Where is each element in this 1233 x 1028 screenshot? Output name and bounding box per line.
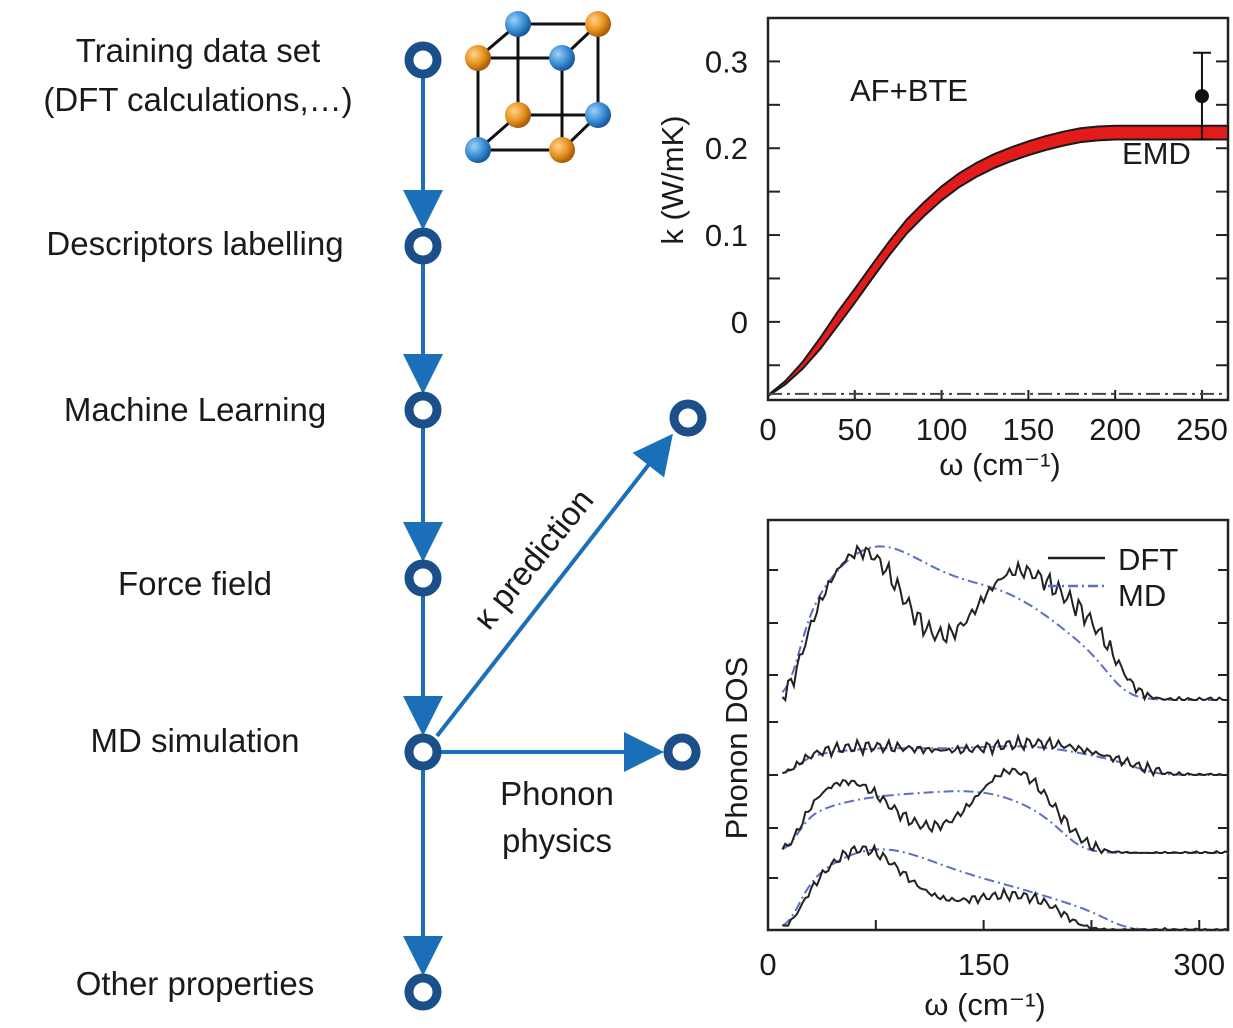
dos-xlabel: ω (cm⁻¹)	[924, 987, 1045, 1022]
node-descriptors	[404, 227, 442, 265]
dos-chart: 0 150 300 DFT MD ω (cm⁻¹) Phonon DOS	[719, 518, 1230, 1022]
dos-plot-frame	[766, 518, 1230, 932]
kappa-xlabel: ω (cm⁻¹)	[939, 447, 1060, 482]
step-descriptors: Descriptors labelling	[46, 225, 343, 262]
kappa-ticks: 0 50 100 150 200 250 0 0.1 0.2 0.3	[705, 44, 1228, 447]
step-force-field: Force field	[118, 565, 272, 602]
dos-ticks: 0 150 300	[759, 569, 1228, 982]
step-md-simulation: MD simulation	[90, 722, 299, 759]
node-training	[404, 41, 442, 79]
kappa-plot-frame	[766, 16, 1230, 402]
node-md-simulation	[404, 733, 442, 771]
node-kappa-prediction	[669, 399, 707, 437]
kappa-ytick-label-2: 0.2	[705, 131, 748, 166]
kappa-xtick-label-0: 0	[759, 412, 776, 447]
phonon-physics-line1: Phonon	[500, 775, 614, 812]
legend-md-label: MD	[1118, 578, 1166, 613]
dos-dft-panel-4	[782, 843, 1229, 932]
kappa-title: AF+BTE	[850, 73, 968, 108]
dos-xtick-label-1: 150	[958, 947, 1010, 982]
step-training-line1: Training data set	[76, 32, 321, 69]
phonon-physics-line2: physics	[502, 822, 612, 859]
kappa-xtick-label-5: 250	[1176, 412, 1228, 447]
node-force-field	[404, 559, 442, 597]
kappa-band	[767, 124, 1229, 398]
node-other-properties	[404, 973, 442, 1011]
dos-curves	[781, 543, 1229, 932]
kappa-xtick-label-1: 50	[838, 412, 872, 447]
emd-label: EMD	[1122, 136, 1191, 171]
kappa-ytick-label-3: 0.3	[705, 44, 748, 79]
dos-ylabel: Phonon DOS	[719, 657, 754, 840]
dos-dft-panel-2	[782, 732, 1228, 778]
node-phonon-physics	[663, 733, 701, 771]
step-other-properties: Other properties	[76, 965, 314, 1002]
dos-dft-panel-1	[781, 543, 1228, 703]
legend-dft-label: DFT	[1118, 542, 1178, 577]
kappa-xtick-label-2: 100	[916, 412, 968, 447]
step-training-line2: (DFT calculations,…)	[43, 81, 352, 118]
cubic-lattice-icon	[465, 11, 611, 163]
workflow: Training data set (DFT calculations,…) D…	[43, 11, 707, 1011]
kappa-ytick-label-0: 0	[731, 305, 748, 340]
dos-dft-panel-3	[781, 767, 1229, 855]
emd-point	[1194, 89, 1209, 104]
kappa-branch-arrow	[435, 433, 673, 738]
node-machine-learning	[404, 391, 442, 429]
kappa-xtick-label-3: 150	[1003, 412, 1055, 447]
kappa-chart: 0 50 100 150 200 250 0 0.1 0.2 0.3 AF+BTE EMD ω (…	[655, 16, 1230, 482]
dos-xtick-label-0: 0	[759, 947, 776, 982]
step-machine-learning: Machine Learning	[64, 391, 326, 428]
kappa-ytick-label-1: 0.1	[705, 218, 748, 253]
kappa-ylabel: k (W/mK)	[655, 115, 690, 244]
kappa-xtick-label-4: 200	[1089, 412, 1141, 447]
dos-xtick-label-2: 300	[1173, 947, 1225, 982]
